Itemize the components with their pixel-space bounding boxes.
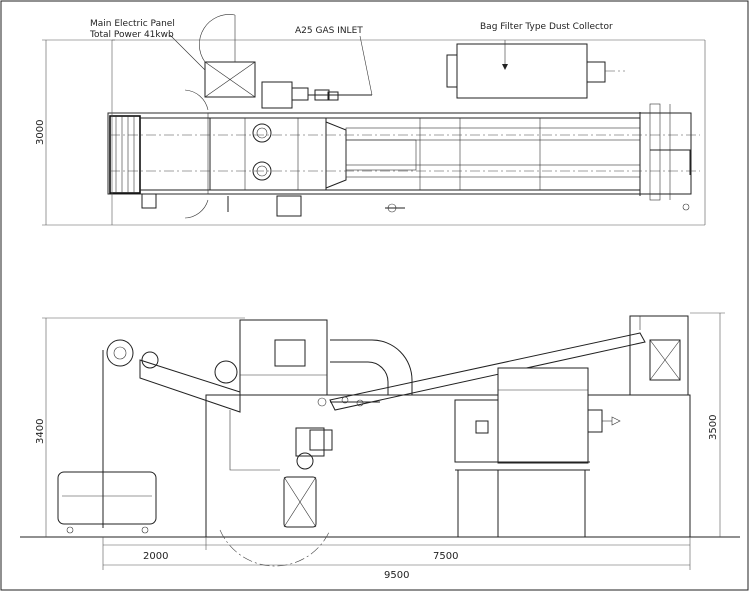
plan-right-frame bbox=[649, 103, 661, 201]
plan-gas-train bbox=[261, 81, 293, 109]
plan-feed-section bbox=[107, 112, 209, 195]
plan-dust-collector bbox=[456, 43, 588, 99]
plan-flange-lower bbox=[252, 161, 272, 181]
total-length-dimension: 9500 bbox=[384, 570, 409, 581]
feed-length-dimension: 2000 bbox=[143, 551, 168, 562]
elev-duct-elbow bbox=[330, 339, 413, 395]
plan-burner-cone bbox=[325, 121, 347, 189]
elev-height-right-dimension: 3500 bbox=[708, 415, 719, 440]
total-power-label: Total Power 41kwb bbox=[89, 30, 174, 40]
plan-view bbox=[42, 14, 706, 226]
electric-panel-label: Main Electric Panel bbox=[90, 19, 175, 29]
elev-height-left-dimension: 3400 bbox=[35, 419, 46, 444]
dust-collector-label: Bag Filter Type Dust Collector bbox=[480, 22, 613, 32]
elev-feed-conveyor bbox=[139, 359, 241, 413]
elev-base bbox=[205, 394, 691, 538]
elev-right-cabinet bbox=[629, 315, 689, 396]
plan-motor bbox=[276, 195, 302, 217]
plan-flange-upper bbox=[252, 123, 272, 143]
plan-body-outline bbox=[107, 112, 692, 195]
plan-feed-belt bbox=[109, 115, 141, 194]
elev-discharge-conveyor bbox=[329, 332, 646, 411]
elevation-view bbox=[20, 312, 740, 570]
main-length-dimension: 7500 bbox=[433, 551, 458, 562]
elev-burner-housing bbox=[239, 319, 328, 396]
plan-drum-top bbox=[345, 127, 641, 141]
plan-burner-tube bbox=[345, 139, 417, 171]
elev-motor bbox=[274, 339, 306, 367]
elev-feed-bin bbox=[57, 471, 157, 525]
gas-inlet-label: A25 GAS INLET bbox=[295, 26, 363, 36]
elev-dust-collector bbox=[497, 367, 589, 464]
plan-width-dimension: 3000 bbox=[35, 120, 46, 145]
